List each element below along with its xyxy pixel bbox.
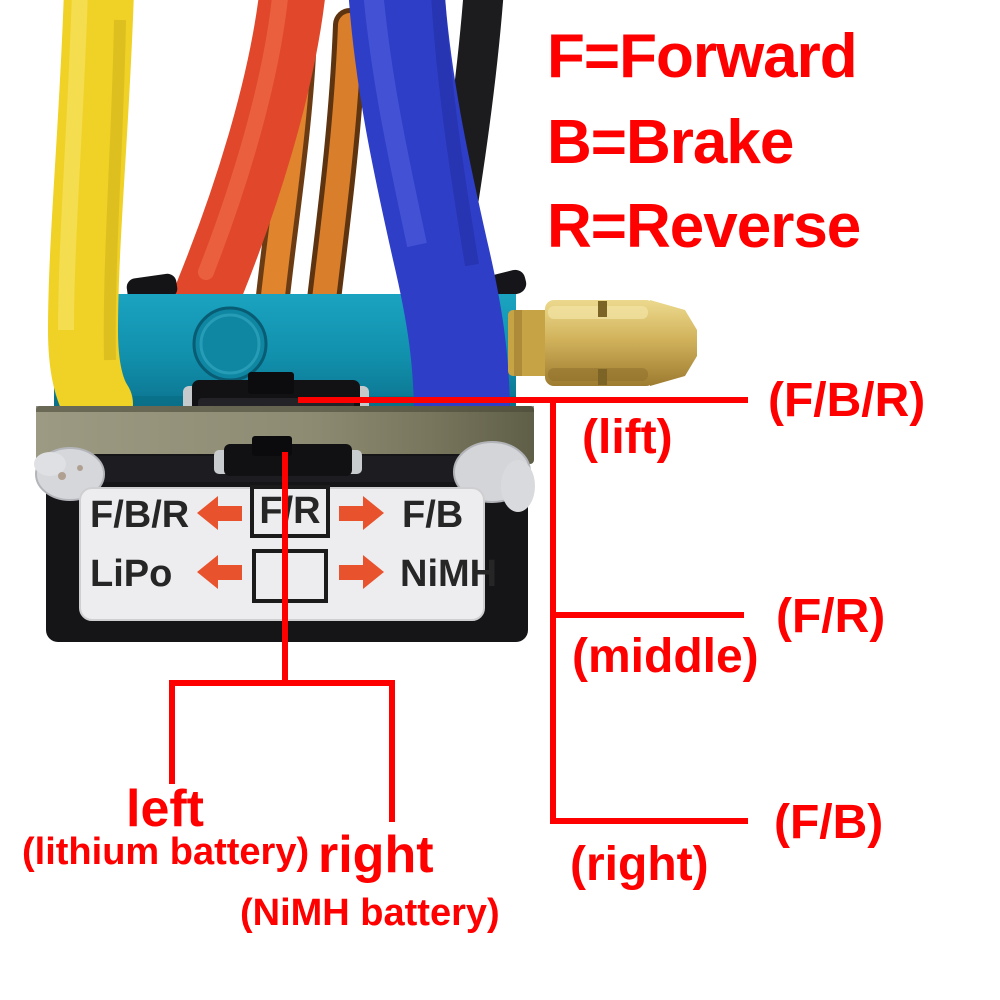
arrow-left-head [197,496,218,530]
legend-line-reverse: R=Reverse [547,192,861,261]
callout-line-bracket-left [169,680,175,784]
arrow-right-icon [339,496,384,530]
arrow-left-head [197,555,218,589]
callout-line-main-vertical [550,397,556,824]
label-row1-right: F/B [402,494,464,536]
legend-line-brake: B=Brake [547,108,794,177]
arrow-right-shaft [339,564,363,580]
arrow-left-shaft [218,564,242,580]
servo-wire-2 [306,8,367,325]
battery-left-sub: (lithium battery) [22,831,310,873]
label-row2-box [252,549,328,603]
callout-top-position: (lift) [582,411,673,464]
blue-wire [348,0,510,456]
bottom-switch-knob [252,436,292,456]
callout-top-mode: (F/B/R) [768,374,926,427]
arrow-right-head [363,496,384,530]
callout-middle-position: (middle) [572,630,759,683]
pcb-edge [36,406,534,464]
yellow-wire [47,0,134,439]
label-row1-left: F/B/R [90,494,190,536]
callout-line-switch-vertical [282,452,288,680]
callout-line-top-horizontal [298,397,748,403]
callout-line-bracket-horizontal [169,680,395,686]
arrow-left-shaft [218,505,242,521]
label-row1-box: F/R [250,485,330,538]
battery-left-label: left [126,780,204,838]
arrow-right-icon [339,555,384,589]
label-row1-boxed-text: F/R [259,490,321,532]
bottom-switch [214,436,362,476]
callout-line-bottom-horizontal [550,818,748,824]
gold-bullet-connector [508,300,697,386]
callout-line-middle-tick [552,612,744,618]
arrow-right-shaft [339,505,363,521]
label-row2-right: NiMH [400,553,498,595]
arrow-left-icon [197,496,242,530]
arrow-left-icon [197,555,242,589]
top-switch-knob [248,372,294,394]
callout-middle-mode: (F/R) [776,590,886,643]
battery-right-label: right [318,826,434,884]
glue-blob-left [34,447,105,501]
arrow-right-head [363,555,384,589]
mounting-hole [192,306,268,382]
legend-line-forward: F=Forward [547,22,858,91]
label-row2-left: LiPo [90,553,173,595]
callout-bottom-position: (right) [570,838,709,891]
callout-bottom-mode: (F/B) [774,796,884,849]
battery-right-sub: (NiMH battery) [240,892,500,934]
callout-line-bracket-right [389,680,395,822]
glue-blob-right [453,441,535,512]
